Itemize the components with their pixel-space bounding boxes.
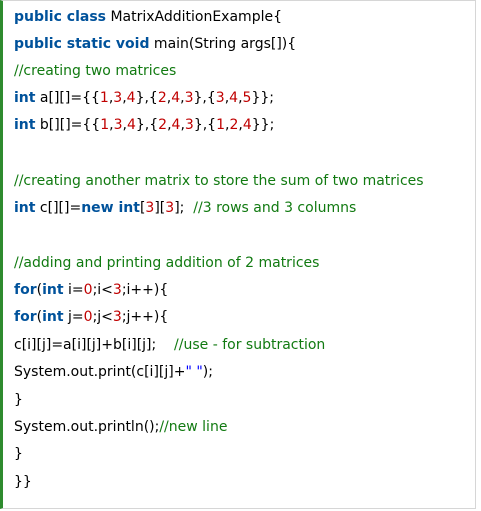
code-line: public static void main(String args[]){ [14, 34, 296, 54]
code-text: [ [139, 200, 146, 216]
code-line: System.out.print(c[i][j]+" "); [14, 362, 213, 382]
code-text: a[][]={{ [35, 90, 100, 106]
keyword: for [14, 309, 37, 325]
keyword: int [14, 90, 36, 106]
comment: //new line [159, 419, 228, 435]
code-line: c[i][j]=a[i][j]+b[i][j]; //use - for sub… [14, 335, 325, 355]
code-text: } [14, 392, 23, 408]
keyword: for [14, 282, 37, 298]
comment: //creating another matrix to store the s… [14, 173, 424, 189]
code-text: i= [63, 282, 84, 298]
code-text: , [180, 90, 185, 106]
code-text: }} [14, 474, 32, 490]
code-text: , [238, 90, 243, 106]
code-text: ;i++){ [121, 282, 169, 298]
comment: //adding and printing addition of 2 matr… [14, 255, 320, 271]
number: 3 [112, 282, 122, 298]
code-text: , [109, 117, 114, 133]
code-text: , [122, 90, 127, 106]
code-text: ); [202, 364, 213, 380]
number: 0 [83, 309, 93, 325]
code-line: //creating two matrices [14, 61, 176, 81]
code-text: , [122, 117, 127, 133]
keyword: int [42, 309, 64, 325]
keyword: public static void [14, 36, 150, 52]
number: 1 [216, 117, 225, 133]
number: 2 [157, 90, 167, 106]
number: 2 [158, 117, 168, 133]
number: 3 [112, 309, 122, 325]
code-line: int a[][]={{1,3,4},{2,4,3},{3,4,5}}; [14, 88, 274, 108]
code-text: },{ [135, 117, 159, 133]
code-line: public class MatrixAdditionExample{ [14, 7, 282, 27]
code-text: ][ [154, 200, 166, 216]
code-text: ;j++){ [121, 309, 169, 325]
code-text: b[][]={{ [35, 117, 101, 133]
code-text: , [108, 90, 114, 106]
code-text: , [167, 117, 172, 133]
code-text: ( [36, 282, 43, 298]
code-text: c[i][j]=a[i][j]+b[i][j]; [14, 337, 175, 353]
code-text: }}; [251, 117, 275, 133]
number: 3 [215, 90, 225, 106]
keyword: int [14, 117, 36, 133]
number: 4 [229, 90, 239, 106]
number: 5 [242, 90, 252, 106]
number: 3 [165, 200, 175, 216]
code-line: } [14, 390, 23, 410]
code-text: c[][]= [35, 200, 82, 216]
code-line: //creating another matrix to store the s… [14, 171, 424, 191]
code-line: }} [14, 472, 32, 492]
code-text: },{ [135, 90, 158, 106]
number: 4 [171, 90, 181, 106]
keyword: new int [81, 200, 140, 216]
code-text: , [225, 117, 230, 133]
code-text: , [180, 117, 185, 133]
number: 3 [184, 90, 194, 106]
string-literal: " " [185, 364, 203, 380]
comment: //creating two matrices [14, 63, 177, 79]
keyword: int [14, 200, 36, 216]
number: 3 [184, 117, 194, 133]
code-text: System.out.println(); [14, 419, 160, 435]
code-text: MatrixAdditionExample{ [106, 9, 282, 25]
code-text: ;j< [92, 309, 113, 325]
code-text: },{ [193, 117, 217, 133]
keyword: public class [14, 9, 106, 25]
code-text: System.out.print(c[i][j]+ [14, 364, 186, 380]
number: 3 [113, 90, 123, 106]
number: 0 [83, 282, 93, 298]
code-text: , [166, 90, 172, 106]
number: 4 [126, 117, 136, 133]
number: 4 [242, 117, 252, 133]
number: 4 [126, 90, 136, 106]
code-text: , [224, 90, 230, 106]
code-text: ]; [174, 200, 194, 216]
comment: //3 rows and 3 columns [193, 200, 357, 216]
number: 3 [113, 117, 123, 133]
code-line: for(int i=0;i<3;i++){ [14, 280, 168, 300]
code-text: }}; [251, 90, 274, 106]
comment: //use - for subtraction [174, 337, 326, 353]
number: 2 [229, 117, 239, 133]
code-line: int b[][]={{1,3,4},{2,4,3},{1,2,4}}; [14, 115, 274, 135]
keyword: int [42, 282, 64, 298]
code-line: } [14, 444, 23, 464]
number: 1 [99, 90, 109, 106]
code-text: } [14, 446, 23, 462]
code-text: j= [63, 309, 84, 325]
code-text: , [238, 117, 243, 133]
code-line: //adding and printing addition of 2 matr… [14, 253, 319, 273]
code-text: ;i< [92, 282, 113, 298]
code-line: int c[][]=new int[3][3]; //3 rows and 3 … [14, 198, 356, 218]
code-line: System.out.println();//new line [14, 417, 227, 437]
code-text: main(String args[]){ [149, 36, 297, 52]
code-text: ( [36, 309, 43, 325]
number: 3 [145, 200, 155, 216]
number: 4 [171, 117, 181, 133]
number: 1 [100, 117, 110, 133]
code-text: },{ [193, 90, 216, 106]
code-line: for(int j=0;j<3;j++){ [14, 307, 168, 327]
